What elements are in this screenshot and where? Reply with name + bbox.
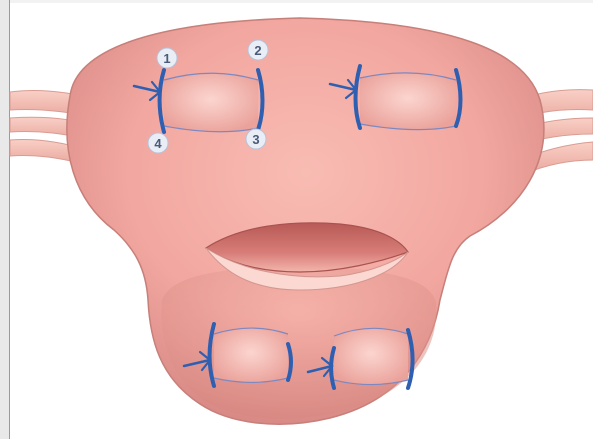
svg-text:2: 2 xyxy=(254,43,261,58)
svg-text:4: 4 xyxy=(154,136,162,151)
marker-3: 3 xyxy=(246,129,266,149)
svg-text:3: 3 xyxy=(252,132,259,147)
marker-4: 4 xyxy=(148,133,168,153)
marker-2: 2 xyxy=(248,40,268,60)
marker-1: 1 xyxy=(157,48,177,68)
svg-text:1: 1 xyxy=(163,51,170,66)
